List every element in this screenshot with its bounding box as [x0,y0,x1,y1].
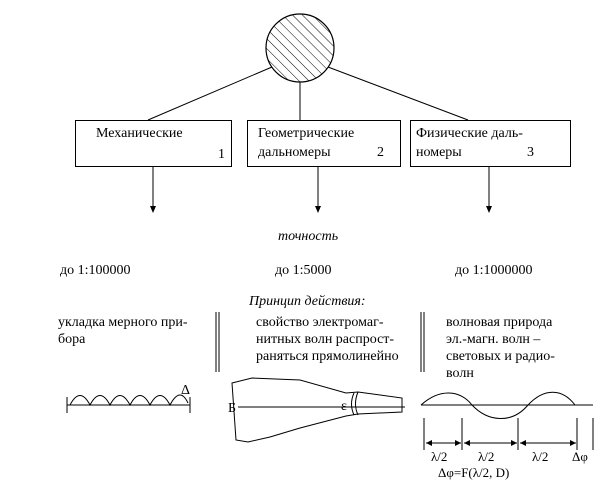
root-hatched-circle [265,13,335,83]
box-geometric-label-line2: дальномеры [258,145,331,160]
accuracy-physical: до 1:1000000 [455,263,533,278]
principle-mechanical-line1: укладка мерного при- [58,315,188,330]
tree-connectors [147,66,469,121]
principle-geometric-line1: свойство электромаг- [256,315,384,330]
accuracy-geometric: до 1:5000 [275,263,332,278]
wave-half-length-2: λ/2 [478,449,495,464]
principle-physical-line4: волн [446,366,474,381]
delta-symbol: Δ [181,383,191,398]
box-geometric-number: 2 [377,145,384,160]
accuracy-mechanical: до 1:100000 [60,263,131,278]
geometric-beam-sketch [231,377,405,443]
principle-label: Принцип действия: [249,294,366,309]
geo-label-epsilon: ε [341,399,347,414]
principle-physical-line1: волновая природа [446,315,553,330]
wave-formula: Δφ=F(λ/2, D) [438,465,510,480]
wave-half-length-1: λ/2 [431,449,448,464]
mechanical-measure-sketch [66,394,191,413]
principle-geometric-line2: нитных волн распрост- [256,332,395,347]
down-arrows [150,166,492,213]
box-mechanical: Механические 1 [75,120,232,167]
wave-half-length-3: λ/2 [532,449,549,464]
principle-physical-line3: световых и радио- [446,349,555,364]
box-geometric: Геометрические дальномеры 2 [247,120,401,167]
box-mechanical-label: Механические [96,126,183,141]
box-geometric-label-line1: Геометрические [258,126,355,141]
principle-physical-line2: эл.-магн. волн – [446,332,541,347]
geo-label-b: Б [228,401,237,416]
principle-mechanical-line2: бора [58,332,86,347]
column-separators [215,312,425,372]
wave-delta-phi: Δφ [572,449,588,464]
box-mechanical-number: 1 [218,147,225,162]
box-physical-number: 3 [527,145,534,160]
box-physical-label-line1: Физические даль- [416,126,523,141]
physical-wave-sketch [420,391,594,450]
principle-geometric-line3: раняться прямолинейно [256,349,399,364]
accuracy-label: точность [278,229,339,244]
box-physical-label-line2: номеры [416,145,462,160]
box-physical: Физические даль- номеры 3 [410,120,571,167]
